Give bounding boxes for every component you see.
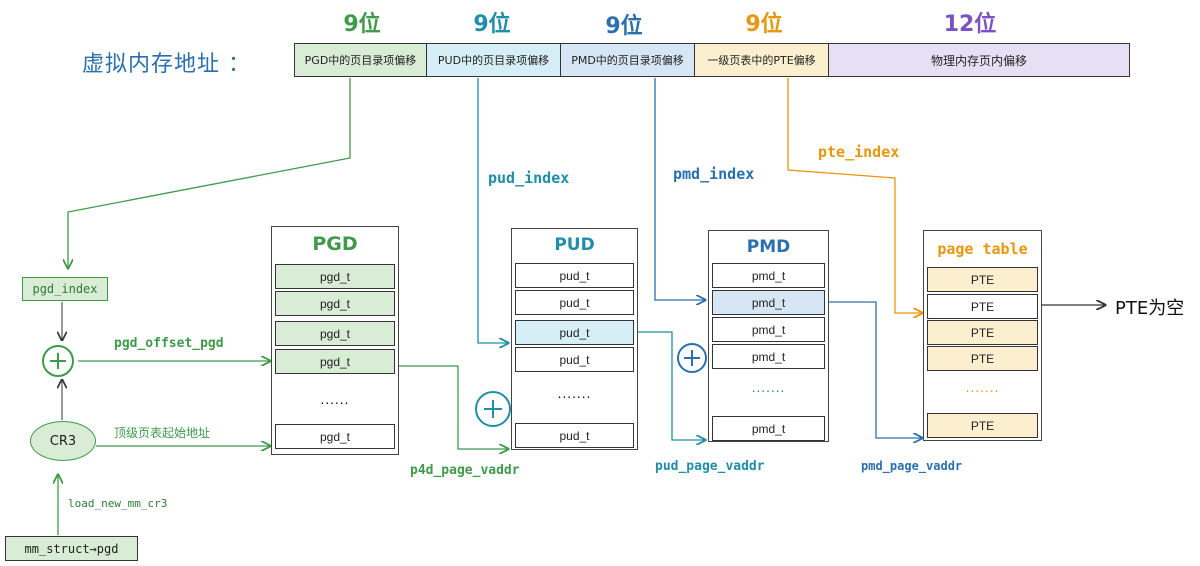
pmd-table: PMD pmd_t pmd_t pmd_t pmd_t ....... pmd_… (708, 230, 829, 442)
pmd-page-vaddr-label: pmd_page_vaddr (861, 459, 963, 473)
pgd-table: PGD pgd_t pgd_t pgd_t pgd_t ...... pgd_t (271, 226, 399, 455)
pud-entry: pud_t (515, 290, 634, 315)
pgd-entry: pgd_t (275, 349, 395, 374)
pte-entry: PTE (927, 346, 1038, 371)
pud-title: PUD (554, 235, 595, 255)
pte-empty-label: PTE为空 (1115, 298, 1185, 319)
pgd-index-arrow (68, 78, 351, 268)
p4d-arrow (398, 365, 508, 449)
pgd-title: PGD (312, 233, 358, 255)
segment-offset: 物理内存页内偏移 (828, 43, 1130, 77)
pmd-title: PMD (746, 237, 791, 257)
pud-ellipsis: ....... (557, 387, 592, 401)
pud-entry: pud_t (515, 347, 634, 372)
plus-icon (50, 353, 66, 369)
plus-icon (684, 350, 700, 366)
pud-vaddr-arrow (637, 331, 705, 440)
va-label: 虚拟内存地址 ： (82, 52, 251, 77)
plus-icon (484, 400, 502, 418)
segment-pud: PUD中的页目录项偏移 (426, 43, 561, 77)
page-table: page table PTE PTE PTE PTE ....... PTE (923, 230, 1042, 441)
bits-pte: 9位 (745, 12, 783, 37)
plus-circle-icon (475, 391, 511, 427)
pud-entry: pud_t (515, 263, 634, 288)
pmd-entry: pmd_t (712, 344, 825, 369)
pte-entry: PTE (927, 294, 1038, 319)
pud-table: PUD pud_t pud_t pud_t pud_t ....... pud_… (511, 228, 638, 450)
pud-page-vaddr-label: pud_page_vaddr (655, 459, 765, 474)
pte-ellipsis: ....... (965, 381, 1000, 395)
pmd-entry: pmd_t (712, 290, 825, 315)
pmd-entry: pmd_t (712, 416, 825, 441)
segment-pmd: PMD中的页目录项偏移 (560, 43, 695, 77)
pte-index-label: pte_index (818, 143, 900, 161)
pud-entry: pud_t (515, 320, 634, 345)
plus-circle-icon (677, 343, 707, 373)
pgd-entry: pgd_t (275, 424, 395, 449)
pmd-vaddr-arrow (828, 301, 922, 438)
pte-entry: PTE (927, 320, 1038, 345)
mm-struct-box: mm_struct→pgd (5, 536, 138, 561)
plus-circle-icon (42, 345, 74, 377)
bits-pud: 9位 (473, 12, 511, 37)
segment-pte: 一级页表中的PTE偏移 (694, 43, 829, 77)
page-table-title: page table (937, 240, 1028, 258)
bits-pgd: 9位 (343, 12, 381, 37)
pte-entry: PTE (927, 413, 1038, 438)
pmd-index-label: pmd_index (673, 165, 755, 183)
pmd-entry: pmd_t (712, 263, 825, 288)
cr3-node: CR3 (30, 421, 96, 461)
pud-entry: pud_t (515, 423, 634, 448)
top-table-addr-label: 顶级页表起始地址 (114, 426, 211, 440)
p4d-page-vaddr-label: p4d_page_vaddr (410, 463, 520, 478)
load-mm-cr3-label: load_new_mm_cr3 (68, 497, 168, 510)
pgd-entry: pgd_t (275, 321, 395, 346)
pgd-index-box: pgd_index (22, 277, 108, 301)
pte-entry: PTE (927, 267, 1038, 292)
segment-pgd: PGD中的页目录项偏移 (294, 43, 427, 77)
pmd-entry: pmd_t (712, 317, 825, 342)
pgd-offset-label: pgd_offset_pgd (114, 336, 224, 351)
bits-pmd: 9位 (605, 14, 643, 39)
pud-index-arrow (477, 78, 508, 343)
pte-index-arrow (787, 78, 922, 313)
bits-offset: 12位 (943, 12, 997, 37)
pgd-entry: pgd_t (275, 291, 395, 316)
pgd-entry: pgd_t (275, 264, 395, 289)
pgd-ellipsis: ...... (320, 393, 350, 407)
pmd-index-arrow (654, 78, 705, 300)
pmd-ellipsis: ....... (751, 381, 786, 395)
pud-index-label: pud_index (488, 169, 570, 187)
